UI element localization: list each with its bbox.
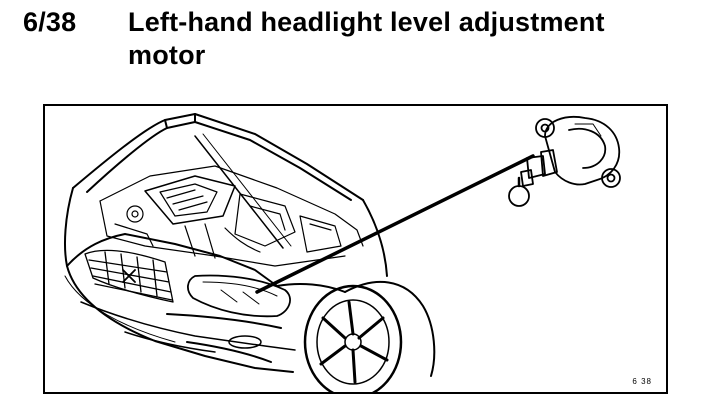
component-id: 6/38 [23, 7, 77, 37]
illustration-frame: 6 38 [43, 104, 668, 394]
car-front-illustration [64, 113, 621, 392]
callout-line [255, 154, 535, 294]
car-body [64, 187, 436, 377]
front-grille [84, 249, 174, 303]
engine-bay [99, 165, 364, 267]
front-wheel [303, 284, 403, 392]
front-bumper [80, 301, 296, 353]
component-title: Left-hand headlight level adjustment mot… [128, 7, 605, 70]
open-hood [72, 113, 364, 249]
headlight-adjustment-motor [508, 116, 621, 207]
figure-reference: 6 38 [632, 377, 652, 386]
left-headlight [187, 274, 291, 318]
